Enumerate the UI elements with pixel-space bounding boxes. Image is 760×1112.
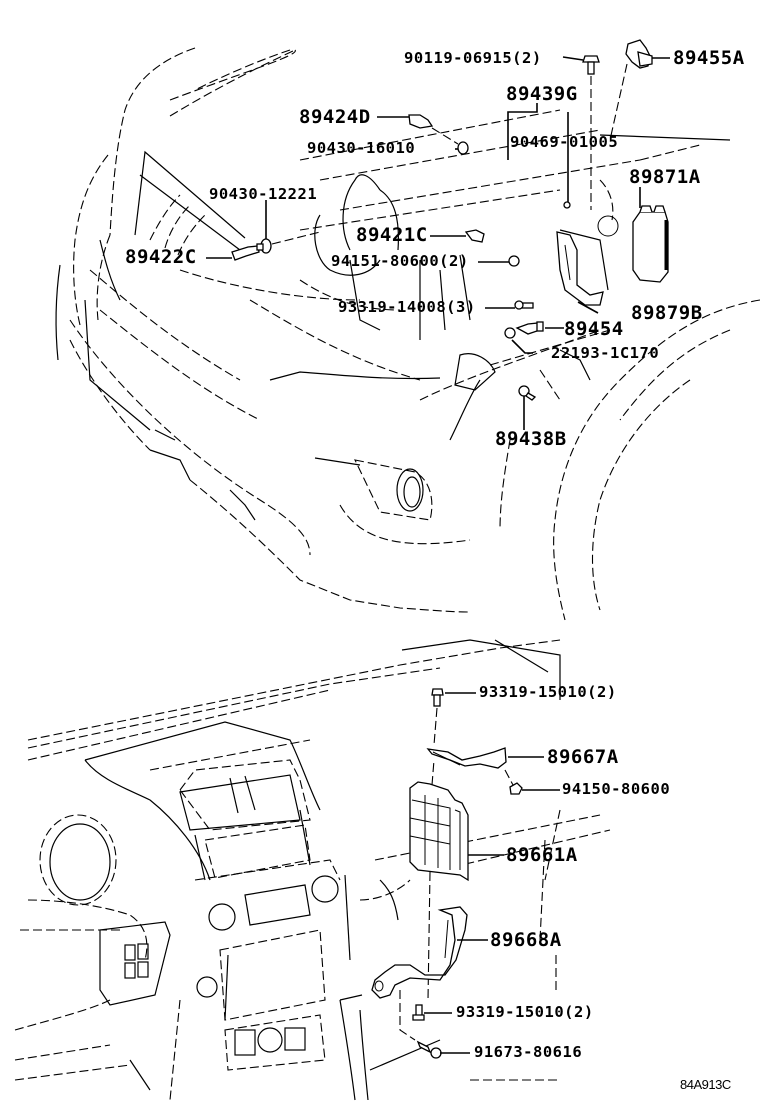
- part-label-94150-80600[interactable]: 94150-80600: [562, 780, 671, 798]
- part-label-89438B[interactable]: 89438B: [495, 428, 567, 450]
- part-label-89668A[interactable]: 89668A: [490, 929, 562, 951]
- part-label-89454[interactable]: 89454: [564, 318, 624, 340]
- sensor-icon: [515, 321, 544, 335]
- part-label-93319-15010-bottom[interactable]: 93319-15010(2): [456, 1003, 594, 1021]
- bracket-icon: [371, 906, 468, 999]
- part-label-91673-80616[interactable]: 91673-80616: [474, 1043, 583, 1061]
- ecu-components: [371, 688, 560, 1059]
- bolt-icon: [431, 688, 444, 707]
- part-label-89424D[interactable]: 89424D: [299, 106, 371, 128]
- bolt-icon: [514, 300, 534, 310]
- part-label-89455A[interactable]: 89455A: [673, 47, 745, 69]
- nut-icon: [509, 782, 523, 795]
- part-label-22193-1C170[interactable]: 22193-1C170: [551, 344, 660, 362]
- part-label-90469-01005[interactable]: 90469-01005: [510, 133, 619, 151]
- part-label-90430-16010[interactable]: 90430-16010: [307, 139, 416, 157]
- sensor-icon: [231, 243, 264, 261]
- bracket-icon: [426, 747, 507, 769]
- bracket-icon: [556, 231, 604, 306]
- bolt-icon: [412, 1004, 425, 1021]
- part-label-89667A[interactable]: 89667A: [547, 746, 619, 768]
- sensor-icon: [518, 385, 537, 401]
- part-label-89422C[interactable]: 89422C: [125, 246, 197, 268]
- nut-icon: [508, 255, 520, 267]
- sensor-icon: [464, 229, 485, 243]
- part-label-89871A[interactable]: 89871A: [629, 166, 701, 188]
- engine-components: [206, 39, 670, 430]
- vehicle-front-outline: [55, 47, 760, 621]
- part-label-89421C[interactable]: 89421C: [356, 224, 428, 246]
- bolt-icon: [582, 55, 600, 75]
- part-label-94151-80600[interactable]: 94151-80600(2): [331, 252, 469, 270]
- part-label-93319-14008[interactable]: 93319-14008(3): [338, 298, 476, 316]
- part-label-89661A[interactable]: 89661A: [506, 844, 578, 866]
- ecu-module-icon: [632, 205, 669, 283]
- illustration-reference-code: 84A913C: [680, 1077, 731, 1092]
- sensor-icon: [625, 39, 653, 69]
- ecu-module-icon: [409, 781, 469, 882]
- part-label-90119-06915[interactable]: 90119-06915(2): [404, 49, 542, 67]
- gasket-icon: [504, 327, 516, 339]
- part-label-93319-15010-top[interactable]: 93319-15010(2): [479, 683, 617, 701]
- part-label-89439G[interactable]: 89439G: [506, 83, 578, 105]
- part-label-90430-12221[interactable]: 90430-12221: [209, 185, 318, 203]
- sensor-icon: [408, 114, 434, 129]
- washer-icon: [457, 141, 469, 155]
- part-label-89879B[interactable]: 89879B: [631, 302, 703, 324]
- instrument-panel-outline: [14, 639, 611, 1101]
